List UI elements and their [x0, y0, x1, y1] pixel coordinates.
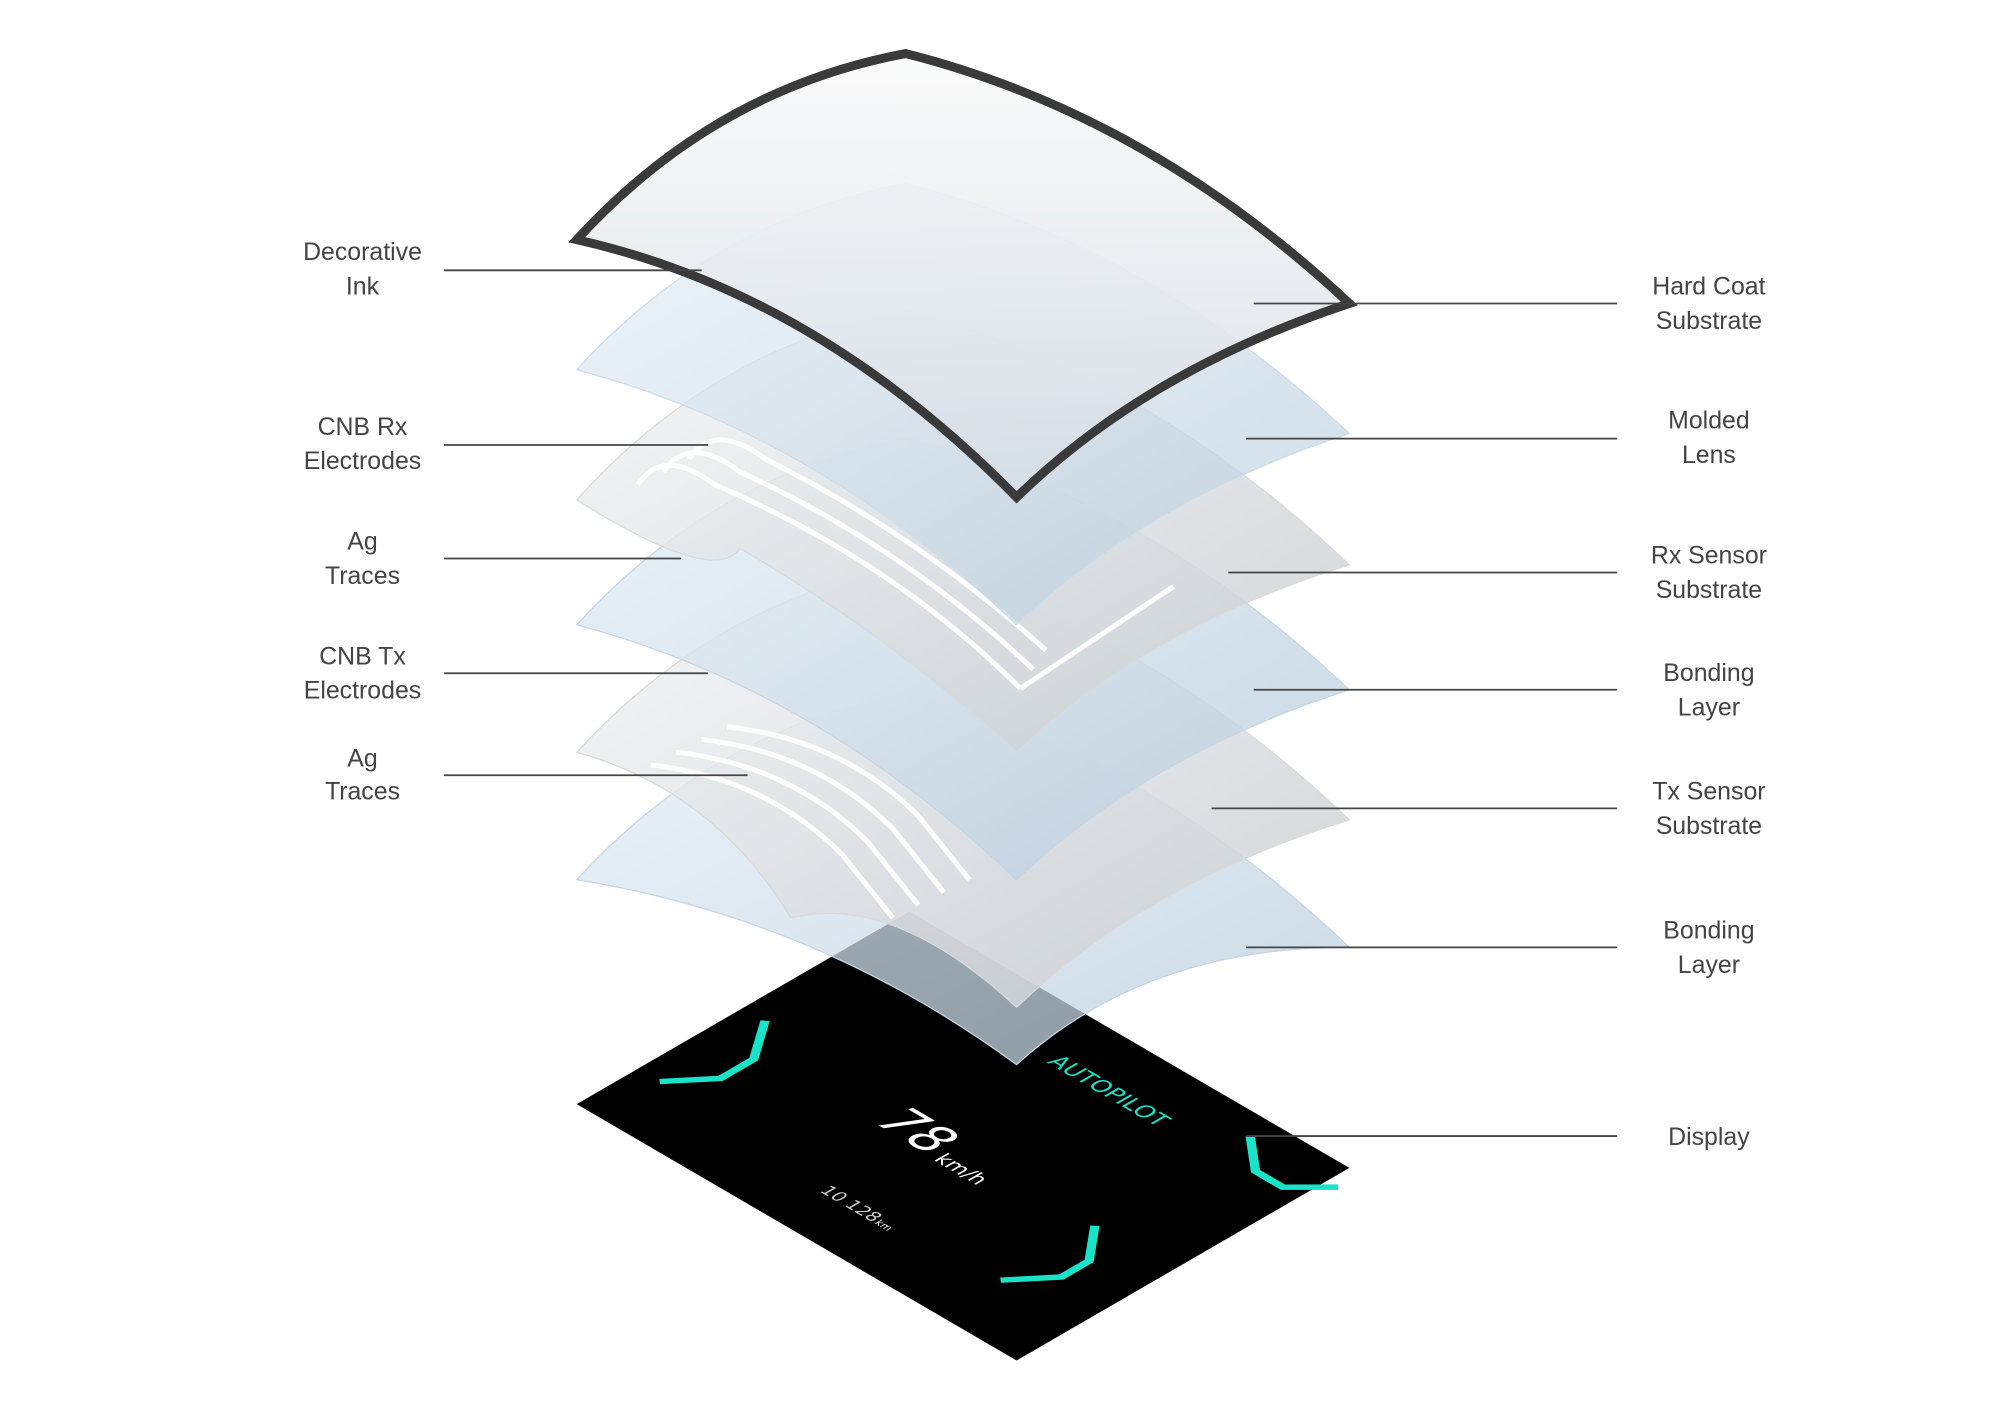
svg-text:Ag: Ag — [347, 528, 377, 556]
label-display: Display — [1246, 1123, 1750, 1151]
svg-text:Molded: Molded — [1668, 406, 1750, 434]
right-bracket-icon — [1245, 1135, 1339, 1190]
svg-text:Substrate: Substrate — [1656, 307, 1762, 335]
svg-text:Tx Sensor: Tx Sensor — [1652, 777, 1765, 805]
svg-text:Traces: Traces — [325, 562, 400, 590]
left-bracket-icon — [659, 1020, 770, 1085]
svg-text:Lens: Lens — [1682, 441, 1736, 469]
svg-text:Substrate: Substrate — [1656, 812, 1762, 840]
svg-text:Hard Coat: Hard Coat — [1652, 273, 1765, 301]
svg-text:Bonding: Bonding — [1663, 916, 1754, 944]
bottom-bracket-icon — [1000, 1225, 1100, 1283]
svg-text:Traces: Traces — [325, 777, 400, 805]
display-layer: 78 km/h 10 128 km AUTOPILOT — [576, 911, 1350, 1361]
label-cnb-rx-electrodes: CNB Rx Electrodes — [304, 413, 709, 475]
svg-text:Electrodes: Electrodes — [304, 677, 421, 705]
svg-text:Electrodes: Electrodes — [304, 447, 421, 475]
svg-text:Decorative: Decorative — [303, 238, 422, 266]
svg-text:Layer: Layer — [1678, 693, 1740, 721]
svg-text:CNB Tx: CNB Tx — [319, 642, 406, 670]
svg-text:Bonding: Bonding — [1663, 659, 1754, 687]
svg-text:Rx Sensor: Rx Sensor — [1651, 542, 1767, 570]
svg-text:Layer: Layer — [1678, 951, 1740, 979]
svg-text:Ink: Ink — [346, 273, 380, 301]
svg-text:CNB Rx: CNB Rx — [318, 413, 408, 441]
tx-ag-traces — [650, 724, 972, 920]
svg-text:Display: Display — [1668, 1123, 1750, 1151]
svg-text:Ag: Ag — [347, 744, 377, 772]
rx-ag-traces — [635, 437, 1175, 691]
label-cnb-tx-electrodes: CNB Tx Electrodes — [304, 642, 709, 705]
svg-text:Substrate: Substrate — [1656, 576, 1762, 604]
